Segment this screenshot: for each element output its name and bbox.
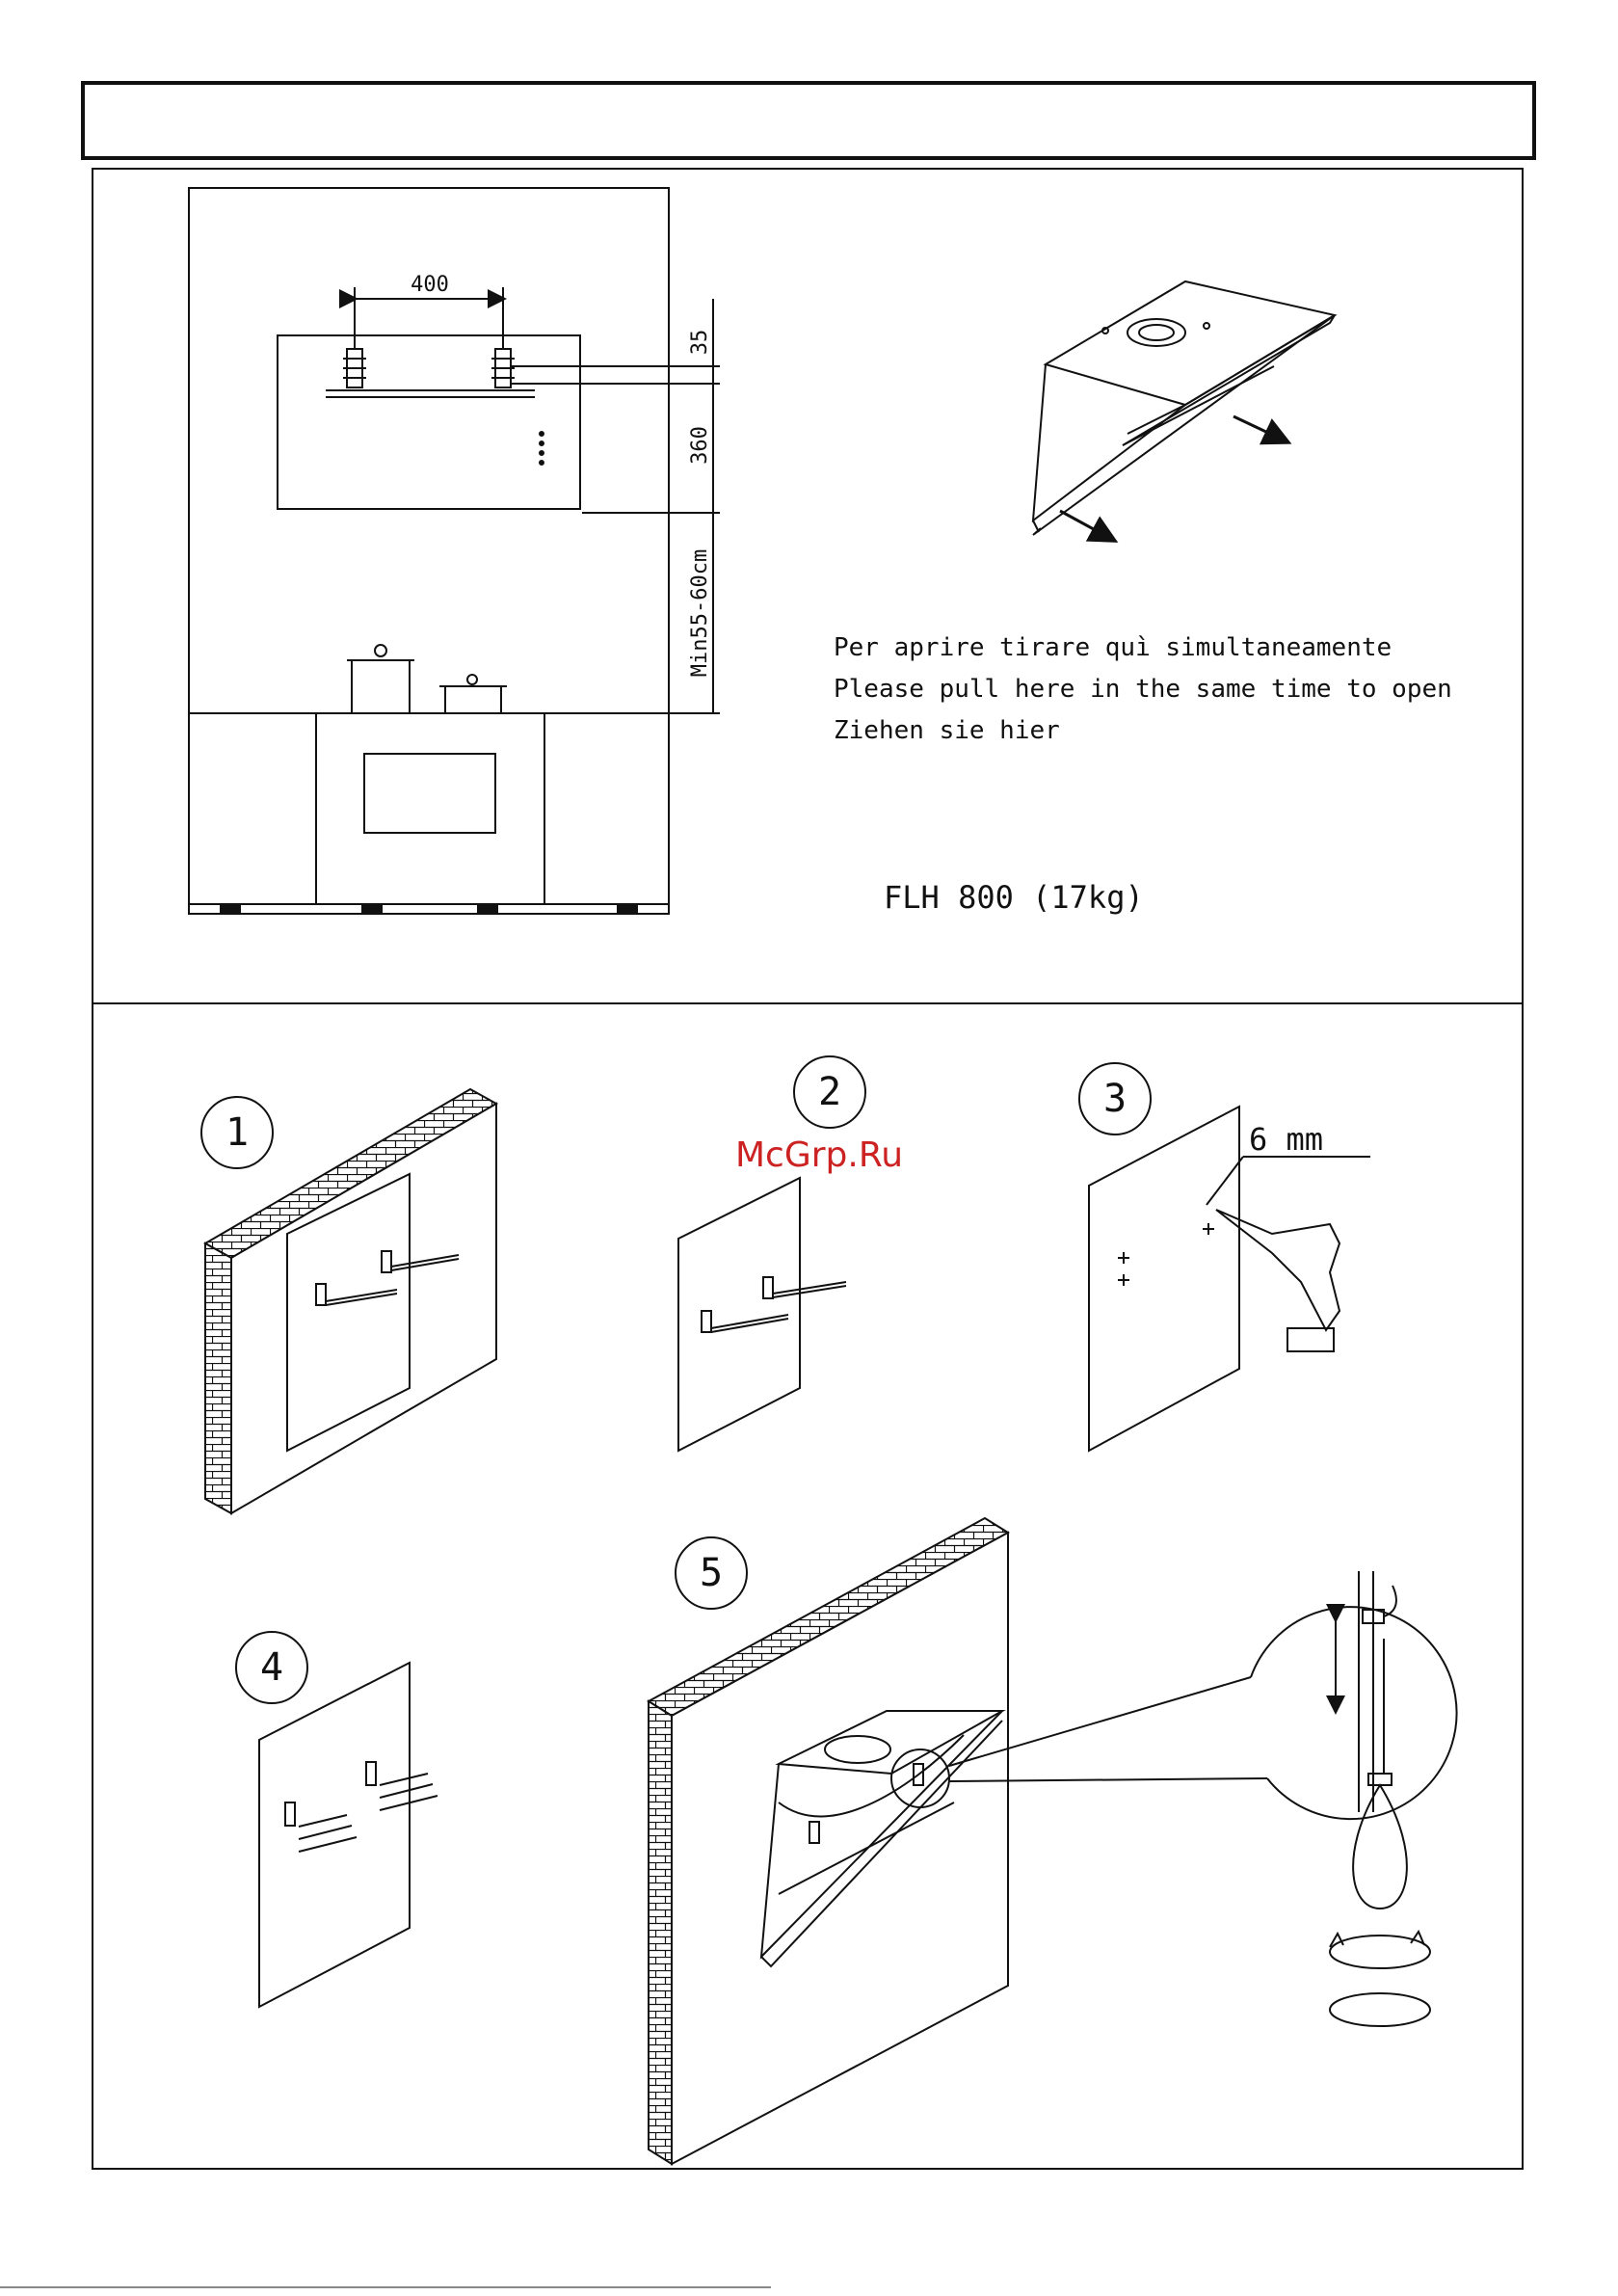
instruction-en: Please pull here in the same time to ope…	[834, 675, 1452, 704]
pot-large	[352, 660, 410, 713]
model-label: FLH 800 (17kg)	[884, 879, 1144, 916]
bracket-2b	[763, 1277, 846, 1298]
bracket-4b	[366, 1762, 438, 1810]
dim-400-label: 400	[411, 273, 449, 297]
pot-small	[445, 686, 501, 713]
step-3	[1079, 1063, 1370, 1451]
dim-clearance-label: Min55-60cm	[688, 549, 712, 677]
rotate-ccw-icon	[1330, 1993, 1430, 2026]
header-box	[83, 83, 1534, 158]
bracket-4a	[285, 1802, 357, 1852]
hood-outline	[278, 335, 580, 509]
step-2-number: 2	[818, 1070, 841, 1114]
hood-vent	[1127, 319, 1185, 346]
dim-35-label: 35	[688, 330, 712, 356]
bracket-2a	[702, 1311, 788, 1332]
rotate-cw-icon	[1330, 1936, 1430, 1968]
step-4-number: 4	[260, 1645, 283, 1690]
top-panel-frame	[93, 169, 1523, 1003]
instruction-de: Ziehen sie hier	[834, 716, 1060, 745]
drill-icon	[1216, 1210, 1339, 1330]
zoom-detail	[1251, 1607, 1457, 1819]
step-2	[678, 1056, 865, 1451]
dim-360-label: 360	[688, 426, 712, 465]
step-1-number: 1	[225, 1110, 249, 1155]
hood-perspective	[1033, 281, 1335, 540]
oven-window	[364, 754, 495, 833]
step-3-number: 3	[1103, 1077, 1127, 1121]
drill-size-label: 6 mm	[1249, 1121, 1323, 1158]
kitchen-elevation	[189, 188, 720, 914]
instruction-it: Per aprire tirare quì simultaneamente	[834, 633, 1392, 662]
step-5	[649, 1518, 1457, 2164]
watermark: McGrp.Ru	[735, 1135, 903, 1175]
cabinet-feet	[220, 904, 638, 914]
step-5-number: 5	[700, 1551, 723, 1595]
